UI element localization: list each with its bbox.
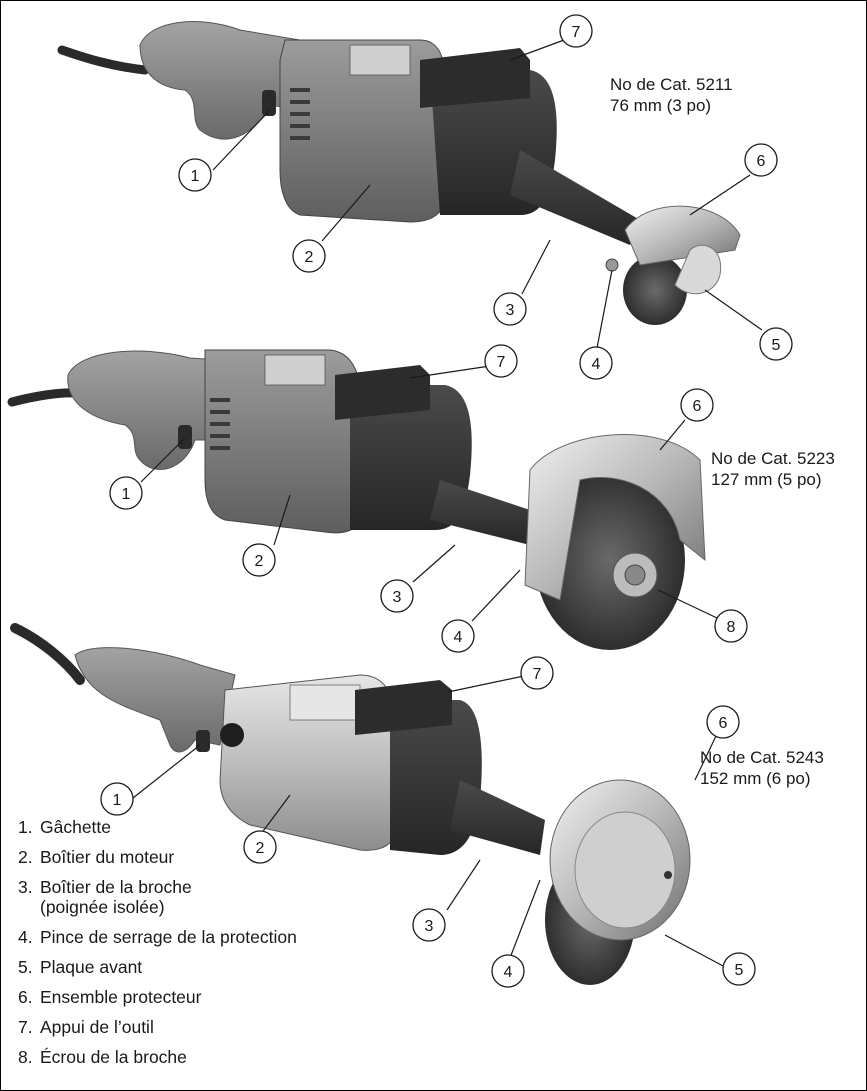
callout-circle <box>412 908 446 942</box>
leader-lines <box>132 39 763 968</box>
callout-number: 4 <box>592 356 601 373</box>
callout-number: 6 <box>757 153 766 170</box>
callout-number: 7 <box>497 354 506 371</box>
cat-number: No de Cat. 5211 <box>610 75 733 94</box>
callout-circle <box>722 952 756 986</box>
callout-circle <box>380 579 414 613</box>
callout-number: 4 <box>454 629 463 646</box>
cat-label-5211: No de Cat. 5211 76 mm (3 po) <box>610 74 733 116</box>
callout-circle <box>559 14 593 48</box>
cat-number: No de Cat. 5243 <box>700 748 824 767</box>
cat-size: 76 mm (3 po) <box>610 96 712 115</box>
callout-circle <box>292 239 326 273</box>
legend-item: 1.Gâchette <box>18 817 112 837</box>
cat-label-5223: No de Cat. 5223 127 mm (5 po) <box>711 448 835 490</box>
callout-number: 6 <box>719 715 728 732</box>
callout-circle <box>242 543 276 577</box>
grinder-5243 <box>10 623 691 985</box>
callout-circle <box>109 476 143 510</box>
callout-circle <box>744 143 778 177</box>
cat-label-5243: No de Cat. 5243 152 mm (6 po) <box>700 747 824 789</box>
grinder-5223 <box>7 349 706 650</box>
callout-circle <box>579 346 613 380</box>
callout-number: 2 <box>305 249 314 266</box>
callout-number: 4 <box>504 964 513 981</box>
legend-item: 3.Boîtier de la broche(poignée isolée) <box>18 877 192 917</box>
callout-circle <box>714 609 748 643</box>
callout-circle <box>484 344 518 378</box>
callout-number: 3 <box>393 589 402 606</box>
legend-item: 6.Ensemble protecteur <box>18 987 202 1007</box>
callout-number: 5 <box>735 962 744 979</box>
callout-number: 1 <box>122 486 131 503</box>
callout-circle <box>100 782 134 816</box>
callout-circle <box>680 388 714 422</box>
callout-circle <box>243 830 277 864</box>
callout-markers: 7 6 1 2 3 4 5 7 6 1 2 3 4 8 7 6 1 2 3 4 5 <box>100 14 793 988</box>
grinder-5211 <box>57 21 741 325</box>
callout-number: 1 <box>113 792 122 809</box>
callout-number: 7 <box>572 24 581 41</box>
callout-circle <box>520 656 554 690</box>
legend-item: 8.Écrou de la broche <box>18 1047 187 1067</box>
cat-number: No de Cat. 5223 <box>711 449 835 468</box>
cat-size: 127 mm (5 po) <box>711 470 822 489</box>
legend-item: 7.Appui de l’outil <box>18 1017 154 1037</box>
callout-number: 3 <box>425 918 434 935</box>
legend-item: 5.Plaque avant <box>18 957 143 977</box>
callout-number: 2 <box>255 553 264 570</box>
callout-number: 2 <box>256 840 265 857</box>
callout-circle <box>759 327 793 361</box>
callout-circle <box>441 619 475 653</box>
callout-circle <box>491 954 525 988</box>
callout-number: 6 <box>693 398 702 415</box>
callout-number: 7 <box>533 666 542 683</box>
cat-size: 152 mm (6 po) <box>700 769 811 788</box>
callout-circle <box>178 158 212 192</box>
legend-item: 4.Pince de serrage de la protection <box>18 927 297 947</box>
callout-number: 8 <box>727 619 736 636</box>
callout-circle <box>706 705 740 739</box>
callout-number: 5 <box>772 337 781 354</box>
callout-number: 1 <box>191 168 200 185</box>
callout-circle <box>493 292 527 326</box>
parts-legend: 1.Gâchette 2.Boîtier du moteur 3.Boîtier… <box>18 817 297 1077</box>
legend-item: 2.Boîtier du moteur <box>18 847 175 867</box>
callout-number: 3 <box>506 302 515 319</box>
